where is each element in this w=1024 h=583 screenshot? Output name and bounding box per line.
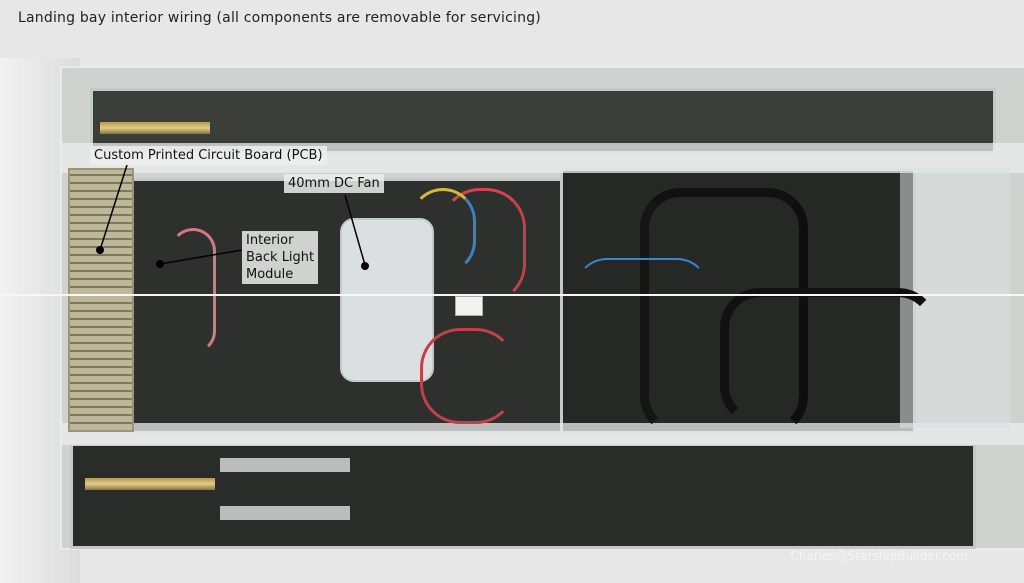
- pink-wire: [170, 228, 216, 354]
- yellow-blue-wires: [410, 188, 476, 274]
- acrylic-bar: [220, 506, 350, 520]
- backlight-callout-dot: [156, 260, 164, 268]
- red-wire: [420, 328, 516, 424]
- brass-rod: [85, 478, 215, 490]
- blue-wire: [575, 258, 709, 322]
- fan-callout-line: [344, 194, 366, 266]
- backlight-callout-line: [159, 249, 243, 265]
- circuit-board: [68, 168, 134, 432]
- backlight-label-line: Module: [246, 267, 294, 282]
- horizontal-divider: [0, 294, 1024, 296]
- fan-label: 40mm DC Fan: [284, 174, 384, 193]
- image-caption: Landing bay interior wiring (all compone…: [18, 10, 541, 26]
- black-cable: [640, 188, 808, 436]
- backlight-label: Interior Back Light Module: [242, 231, 319, 284]
- brass-rod: [100, 122, 210, 134]
- red-wire: [440, 188, 526, 304]
- backlight-label-line: Interior: [246, 233, 294, 248]
- credit-text: Charles@StarshipBuilder.com: [790, 549, 968, 563]
- backlight-label-line: Back Light: [246, 250, 315, 265]
- pcb-callout-line: [99, 164, 128, 251]
- acrylic-bar: [220, 458, 350, 472]
- pcb-label: Custom Printed Circuit Board (PCB): [90, 146, 327, 165]
- pcb-callout-dot: [96, 246, 104, 254]
- fan-callout-dot: [361, 262, 369, 270]
- wire-connector: [455, 296, 483, 316]
- black-cable: [720, 288, 938, 426]
- landing-bay-photo: Charles@StarshipBuilder.com: [0, 58, 1024, 583]
